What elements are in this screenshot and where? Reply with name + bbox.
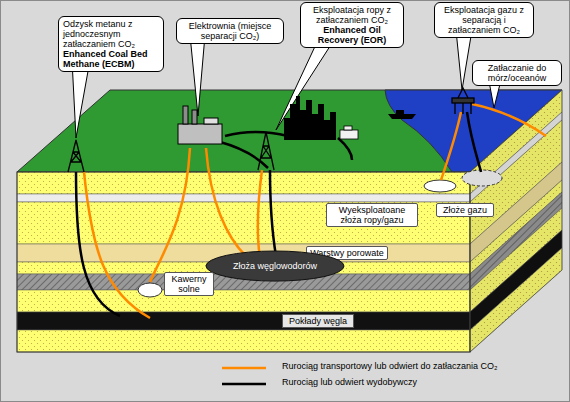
legend-text: Rurociąg lub odwiert wydobywczy: [282, 378, 417, 388]
platform-symbol: [452, 88, 474, 114]
node-text: Enhanced Oil Recovery (EOR): [305, 25, 399, 45]
node-text: Kawerny solne: [168, 274, 210, 294]
ship-symbol: [388, 110, 416, 119]
callout-box: Zatłaczanie do mórz/oceanów: [472, 60, 562, 86]
block-outline: [17, 172, 470, 352]
salt-cavern: [138, 283, 162, 297]
gas-field: [462, 170, 502, 186]
production-lines: [76, 112, 481, 316]
node-text: Pokłady węgla: [286, 316, 350, 326]
facility-symbol: [340, 126, 358, 139]
callout-box: Eksploatacja ropy z zatłaczaniem CO₂Enha…: [300, 2, 404, 48]
derrick-symbol: [68, 132, 274, 172]
layer-label: Pokłady węgla: [282, 314, 354, 328]
power-plant-symbol: [178, 106, 222, 144]
node-text: Elektrownia (miejsce separacji CO₂): [181, 21, 279, 41]
node-text: Złoża węglowodorów: [215, 261, 335, 271]
callout-box: Eksploatacja gazu z separacją i zatłacza…: [434, 2, 534, 38]
layer-label: Złoże gazu: [436, 203, 494, 217]
node-text: Wyeksploatoane złoża ropy/gazu: [330, 205, 414, 225]
depleted-field: [424, 180, 456, 192]
layer-label: Kawerny solne: [164, 272, 214, 296]
city-skyline: [284, 96, 336, 140]
reservoir-ellipse: Złoża węglowodorów: [205, 250, 345, 282]
node-text: Złoże gazu: [440, 205, 490, 215]
callout-box: Elektrownia (miejsce separacji CO₂): [176, 18, 284, 44]
front-layers: [17, 172, 470, 352]
side-layers: [470, 90, 562, 352]
legend-line-sample: [220, 379, 270, 389]
node-text: Odzysk metanu z jednoczesnym zatłaczanie…: [63, 19, 159, 49]
layer-label: Wyeksploatoane złoża ropy/gazu: [326, 203, 418, 227]
legend-line-sample: [220, 363, 270, 373]
node-text: Eksploatacja gazu z separacją i zatłacza…: [439, 5, 529, 35]
reservoir-ellipse-outline: [206, 251, 344, 281]
node-text: Eksploatacja ropy z zatłaczaniem CO₂: [305, 5, 399, 25]
node-text: Zatłaczanie do mórz/oceanów: [477, 63, 557, 83]
callout-box: Odzysk metanu z jednoczesnym zatłaczanie…: [58, 16, 164, 72]
node-text: Enhanced Coal Bed Methane (ECBM): [63, 49, 159, 69]
legend-text: Rurociąg transportowy lub odwiert do zat…: [282, 362, 498, 372]
